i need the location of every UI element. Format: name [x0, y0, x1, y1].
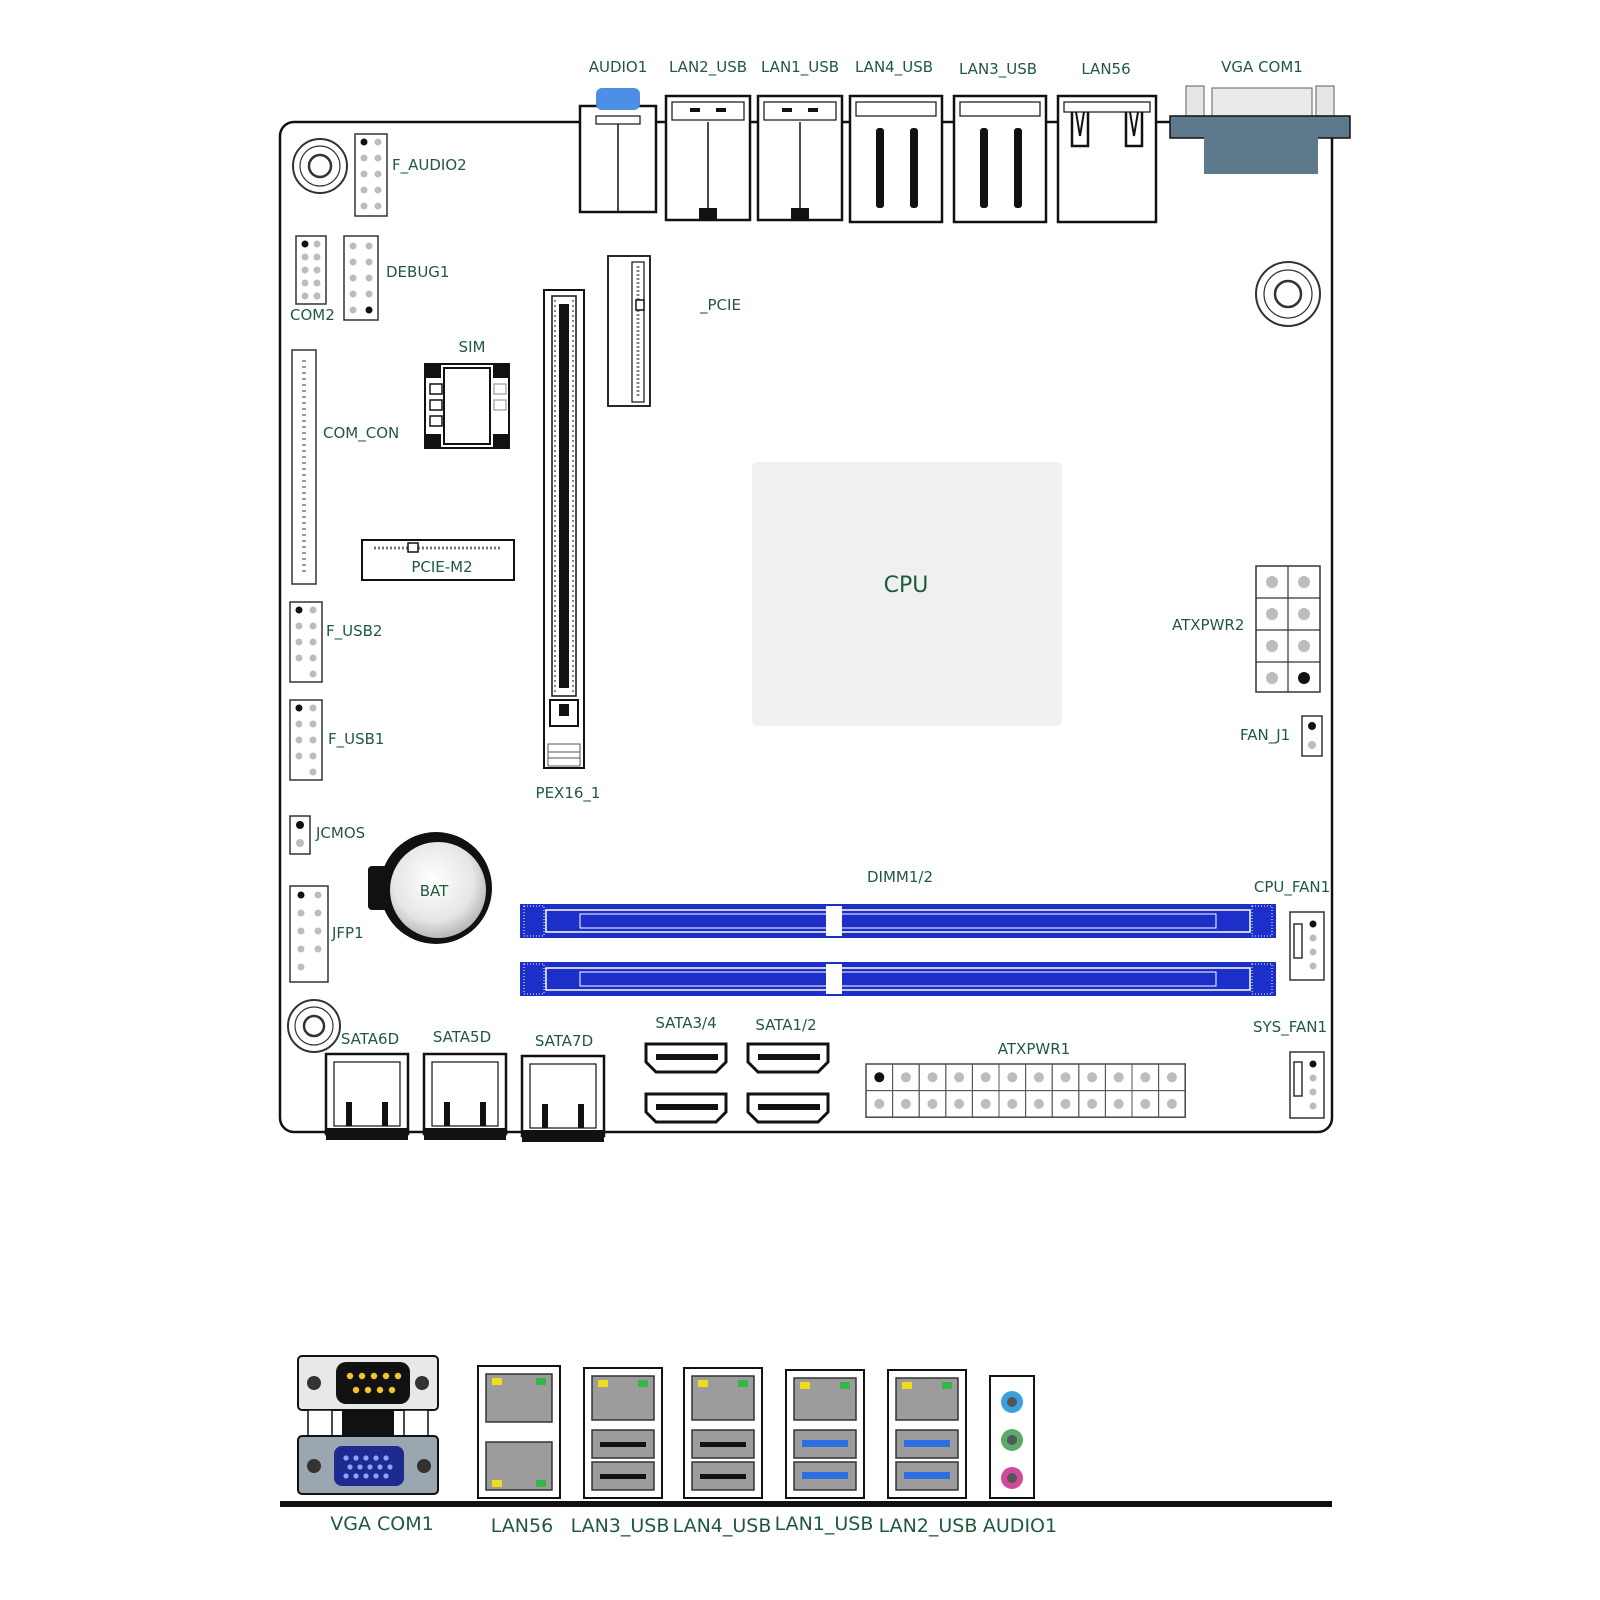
cmos-battery [368, 832, 492, 944]
f-usb1-label: F_USB1 [328, 730, 384, 749]
pcie-m2-slot [361, 539, 515, 581]
sata5d-label: SATA5D [433, 1028, 491, 1046]
pex16-1-slot [543, 289, 585, 769]
io-label-lan1-usb: LAN1_USB [775, 1513, 874, 1535]
jfp1-header [289, 885, 329, 983]
dimm-label: DIMM1/2 [867, 868, 933, 886]
audio1-label: AUDIO1 [589, 58, 648, 76]
atxpwr1-label: ATXPWR1 [998, 1040, 1070, 1058]
cpu-label: CPU [884, 573, 929, 598]
dimm-slot-2 [520, 962, 1276, 996]
lan3-usb-connector [952, 94, 1048, 224]
sata12-label: SATA1/2 [755, 1016, 816, 1034]
io-vga-com1 [297, 1355, 439, 1495]
sata7d-label: SATA7D [535, 1032, 593, 1050]
mini-pcie-label: _PCIE [699, 296, 741, 315]
debug1-header [343, 235, 379, 321]
io-label-lan4-usb: LAN4_USB [673, 1515, 772, 1537]
dimm-slot-1 [520, 904, 1276, 938]
mounting-hole-bottom-left [287, 999, 341, 1053]
sim-label: SIM [459, 338, 486, 356]
sys-fan1-header [1289, 1051, 1325, 1119]
io-audio1 [989, 1375, 1035, 1499]
com2-label: COM2 [290, 306, 335, 324]
f-usb2-label: F_USB2 [326, 622, 382, 641]
io-lan1-usb [785, 1369, 865, 1499]
sata12-connectors [746, 1042, 830, 1124]
sata7d-connector [520, 1054, 606, 1142]
jcmos-jumper [289, 815, 311, 855]
vga-com1-connector [1169, 85, 1351, 174]
lan1-usb-connector [756, 94, 844, 222]
mounting-hole-top-right [1255, 261, 1321, 327]
jfp1-label: JFP1 [331, 924, 364, 942]
cpu-fan1-label: CPU_FAN1 [1254, 878, 1330, 897]
io-lan2-usb [887, 1369, 967, 1499]
sata5d-connector [422, 1052, 508, 1140]
lan4-usb-label: LAN4_USB [855, 58, 933, 77]
mounting-hole-top-left [292, 138, 348, 194]
sata34-connectors [644, 1042, 728, 1124]
audio1-connector [578, 88, 658, 214]
mini-pcie-slot [607, 255, 651, 407]
atxpwr1-connector [865, 1063, 1186, 1118]
jcmos-label: JCMOS [315, 824, 365, 842]
f-audio2-header [354, 133, 388, 217]
sys-fan1-label: SYS_FAN1 [1253, 1018, 1327, 1037]
io-lan56 [477, 1365, 561, 1499]
io-lan3-usb [583, 1367, 663, 1499]
sata34-label: SATA3/4 [655, 1014, 716, 1032]
f-usb2-header [289, 601, 323, 683]
io-lan4-usb [683, 1367, 763, 1499]
sata6d-label: SATA6D [341, 1030, 399, 1048]
atxpwr2-label: ATXPWR2 [1172, 616, 1244, 634]
pcie-m2-label: PCIE-M2 [411, 558, 472, 576]
io-label-lan3-usb: LAN3_USB [571, 1515, 670, 1537]
cpu-area [752, 462, 1062, 726]
pex16-1-label: PEX16_1 [536, 784, 601, 803]
f-audio2-label: F_AUDIO2 [392, 156, 467, 175]
com-con-label: COM_CON [323, 424, 399, 443]
fan-j1-label: FAN_J1 [1240, 726, 1290, 745]
vga-com1-label: VGA COM1 [1221, 58, 1303, 76]
io-label-lan56: LAN56 [491, 1515, 553, 1537]
battery-label: BAT [420, 882, 449, 900]
f-usb1-header [289, 699, 323, 781]
sata6d-connector [324, 1052, 410, 1140]
fan-j1-header [1301, 715, 1323, 757]
lan1-usb-label: LAN1_USB [761, 58, 839, 77]
sim-slot [424, 363, 510, 449]
lan2-usb-connector [664, 94, 752, 222]
io-label-vga-com1: VGA COM1 [330, 1513, 433, 1535]
io-label-lan2-usb: LAN2_USB [879, 1515, 978, 1537]
lan3-usb-label: LAN3_USB [959, 60, 1037, 79]
atxpwr2-connector [1255, 565, 1321, 693]
debug1-label: DEBUG1 [386, 263, 449, 281]
lan56-connector [1056, 94, 1158, 224]
cpu-fan1-header [1289, 911, 1325, 981]
io-label-audio1: AUDIO1 [983, 1515, 1057, 1537]
lan4-usb-connector [848, 94, 944, 224]
lan56-label: LAN56 [1081, 60, 1130, 78]
com2-header [295, 235, 327, 305]
lan2-usb-label: LAN2_USB [669, 58, 747, 77]
com-con-header [291, 349, 317, 585]
